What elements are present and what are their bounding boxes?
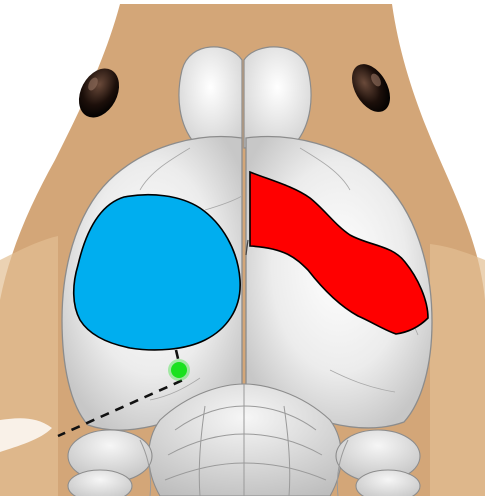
green-dot-core	[171, 362, 187, 378]
head-right-patch	[430, 244, 485, 496]
olfactory-bulb-right	[244, 47, 311, 148]
olfactory-bulb-left	[179, 47, 242, 148]
head-left-patch	[0, 236, 58, 496]
